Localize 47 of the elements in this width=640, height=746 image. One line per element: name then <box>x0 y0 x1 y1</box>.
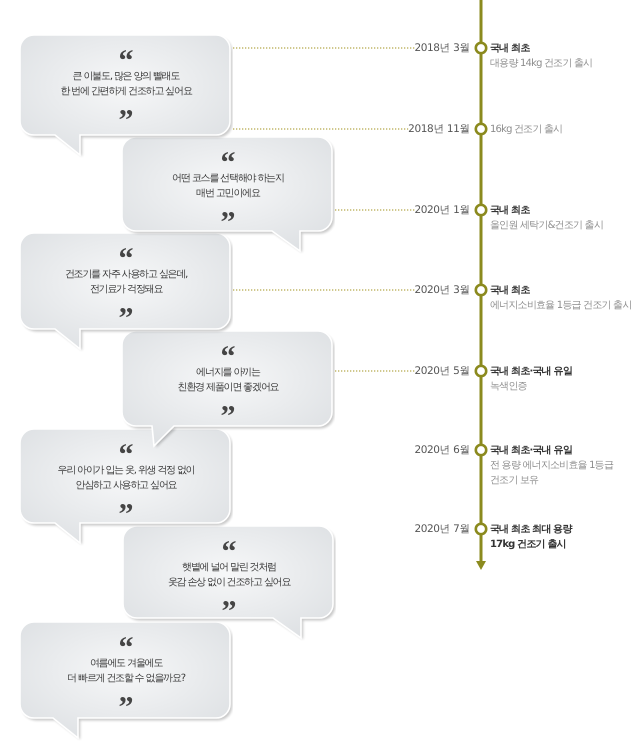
milestone-text: 녹색인증 <box>490 380 527 394</box>
leader-line <box>335 370 414 372</box>
milestone-text: 전 용량 에너지소비효율 1등급 건조기 보유 <box>490 458 614 488</box>
date-label: 2020년 1월 <box>414 202 470 218</box>
milestone-text: 올인원 세탁기&건조기 출시 <box>490 218 603 232</box>
milestone-heading: 국내 최초·국내 유일 <box>490 364 572 378</box>
date-label: 2020년 7월 <box>414 522 470 536</box>
bubble-text: 어떤 코스를 선택해야 하는지 매번 고민이에요 <box>172 172 284 201</box>
quote-mark: ” <box>220 213 236 221</box>
quote-mark: ” <box>118 505 134 513</box>
quote-mark: “ <box>222 542 236 550</box>
date-label: 2018년 3월 <box>414 40 470 56</box>
date-label: 2020년 6월 <box>414 442 470 458</box>
leader-line <box>233 289 414 291</box>
bubble-text: 에너지를 아끼는 친환경 제품이면 좋겠어요 <box>178 366 278 395</box>
quote-mark: “ <box>220 347 236 355</box>
milestone-text: 대용량 14kg 건조기 출시 <box>490 56 592 70</box>
milestone-heading: 국내 최초 <box>490 42 530 56</box>
date-label: 2020년 5월 <box>414 364 470 378</box>
quote-mark: “ <box>118 445 134 453</box>
milestone-heading: 국내 최초 <box>490 204 530 218</box>
quote-mark: “ <box>220 153 236 161</box>
date-label: 2020년 3월 <box>414 282 470 298</box>
quote-mark: ” <box>118 111 134 119</box>
milestone-heading: 국내 최초·국내 유일 <box>490 444 572 458</box>
bubble-text: 우리 아이가 입는 옷, 위생 걱정 없이 안심하고 사용하고 싶어요 <box>57 464 195 493</box>
bubble-text: 큰 이불도, 많은 양의 빨래도 한 번에 간편하게 건조하고 싶어요 <box>60 70 192 99</box>
quote-mark: ” <box>118 309 134 317</box>
bubble-text: 건조기를 자주 사용하고 싶은데, 전기료가 걱정돼요 <box>64 268 188 297</box>
quote-mark: ” <box>220 407 236 415</box>
quote-mark: ” <box>222 602 236 610</box>
milestone-text: 16kg 건조기 출시 <box>490 122 562 136</box>
date-label: 2018년 11월 <box>408 122 470 136</box>
quote-mark: “ <box>118 51 134 59</box>
quote-mark: “ <box>118 249 134 257</box>
milestone-heading: 국내 최초 최대 용량 <box>490 522 572 536</box>
milestone-heading: 국내 최초 <box>490 284 530 298</box>
leader-line <box>335 209 414 211</box>
leader-line <box>233 47 414 49</box>
speech-bubble <box>19 621 233 741</box>
quote-mark: “ <box>118 638 134 646</box>
leader-line <box>233 128 408 130</box>
quote-mark: ” <box>118 698 134 706</box>
bubble-text: 햇볕에 널어 말린 것처럼 옷감 손상 없이 건조하고 싶어요 <box>168 561 290 590</box>
milestone-text: 에너지소비효율 1등급 건조기 출시 <box>490 298 632 312</box>
milestone-text: 17kg 건조기 출시 <box>490 538 566 552</box>
bubble-text: 여름에도 겨울에도 더 빠르게 건조할 수 없을까요? <box>67 657 185 686</box>
